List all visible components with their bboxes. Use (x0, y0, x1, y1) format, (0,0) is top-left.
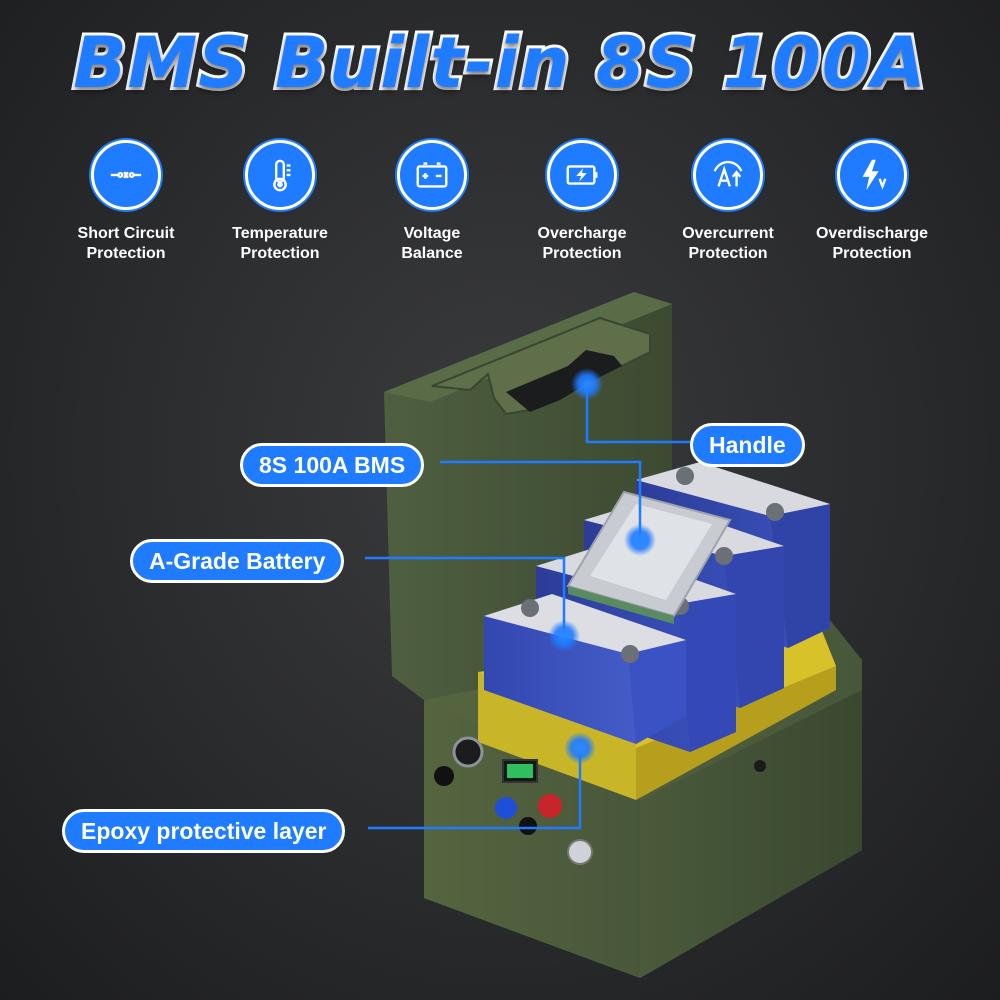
thermometer-icon (245, 140, 315, 210)
feature-label: Protection (240, 245, 320, 262)
switch-hole (754, 760, 766, 772)
epoxy-callout: Epoxy protective layer (62, 809, 346, 853)
blue-terminal (495, 797, 517, 819)
feature-label: Overdischarge (815, 225, 929, 242)
bms-callout: 8S 100A BMS (240, 443, 425, 487)
short-circuit-icon (91, 140, 161, 210)
battery-cells (484, 462, 830, 752)
handle-callout: Handle (690, 423, 805, 467)
charging-battery-icon (547, 140, 617, 210)
front-panel (434, 736, 593, 865)
feature-label: Short Circuit (77, 225, 175, 242)
feature-label: Voltage (403, 225, 461, 242)
battery-marker (548, 620, 580, 652)
callout-lines (365, 384, 690, 830)
bms-marker (624, 524, 656, 556)
battery-icon (397, 140, 467, 210)
red-terminal (538, 794, 562, 818)
bolt-terminal (567, 839, 593, 865)
feature-label: Protection (688, 245, 768, 262)
usb-port (452, 736, 484, 768)
feature-label: Overcurrent (682, 225, 774, 242)
battery-callout: A-Grade Battery (130, 539, 345, 583)
feature-label: Overcharge (537, 225, 627, 242)
feature-label: Protection (832, 245, 912, 262)
page-title: BMS Built-in 8S 100A (70, 19, 928, 107)
feature-label: Temperature (232, 225, 328, 242)
epoxy-marker (564, 732, 596, 764)
feature-label: Protection (86, 245, 166, 262)
current-arrow-icon (693, 140, 763, 210)
feature-label: Protection (542, 245, 622, 262)
lightning-voltage-icon (837, 140, 907, 210)
handle-marker (571, 368, 603, 400)
bms-board (566, 490, 732, 624)
feature-label: Balance (401, 245, 463, 262)
